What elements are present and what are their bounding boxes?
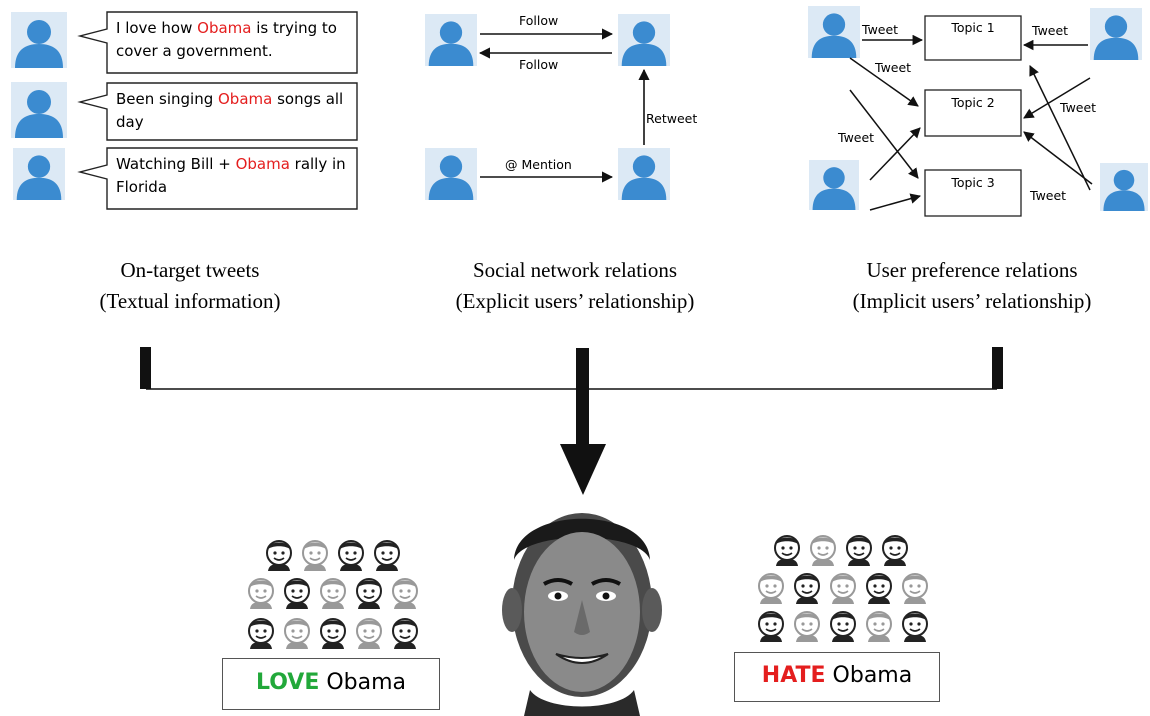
supporter-crowd xyxy=(248,540,418,649)
topic-box xyxy=(924,15,1022,61)
speech-bubble xyxy=(77,82,358,141)
topic-box xyxy=(924,169,1022,217)
user-icon xyxy=(425,14,477,66)
topic-box xyxy=(924,89,1022,137)
user-icon xyxy=(809,160,859,210)
main-arrow-head xyxy=(560,444,606,495)
user-icon xyxy=(13,148,65,200)
follow-label: Follow xyxy=(519,13,559,28)
tweet-text: Watching Bill + Obama rally in Florida xyxy=(116,155,346,196)
tweet-label: Tweet xyxy=(862,22,899,37)
user-icon xyxy=(1100,163,1148,211)
hate-verdict-box: HATE Obama xyxy=(734,652,940,702)
connector-stub xyxy=(992,347,1003,389)
user-icon xyxy=(11,12,67,68)
obama-portrait xyxy=(502,513,662,716)
tweet-label: Tweet xyxy=(875,60,912,75)
user-icon xyxy=(425,148,477,200)
tweet-label: Tweet xyxy=(1060,100,1097,115)
user-icon xyxy=(11,82,67,138)
opponent-crowd xyxy=(758,535,928,642)
user-icon xyxy=(618,14,670,66)
caption-tweets: On-target tweets(Textual information) xyxy=(99,258,281,313)
connector-stub xyxy=(140,347,151,389)
speech-bubble xyxy=(77,147,358,210)
topic-label: Topic 3 xyxy=(951,175,995,190)
retweet-label: Retweet xyxy=(646,111,698,126)
tweet-label: Tweet xyxy=(1030,188,1067,203)
tweet-label: Tweet xyxy=(1032,23,1069,38)
caption-preference: User preference relations(Implicit users… xyxy=(852,258,1092,313)
caption-social: Social network relations(Explicit users’… xyxy=(455,258,695,313)
tweet-text: I love how Obama is trying to cover a go… xyxy=(116,19,337,60)
tweet-text: Been singing Obama songs all day xyxy=(116,90,344,131)
tweet-arrows xyxy=(849,34,1093,211)
user-icon xyxy=(618,148,670,200)
main-arrow-shaft xyxy=(576,348,589,446)
speech-bubble xyxy=(77,11,358,74)
user-icon xyxy=(1090,8,1142,60)
follow-label: Follow xyxy=(519,57,559,72)
topic-label: Topic 1 xyxy=(951,20,995,35)
mention-label: @ Mention xyxy=(505,157,572,172)
tweet-label: Tweet xyxy=(838,130,875,145)
topic-label: Topic 2 xyxy=(951,95,995,110)
love-verdict-box: LOVE Obama xyxy=(222,658,440,710)
user-icon xyxy=(808,6,860,58)
